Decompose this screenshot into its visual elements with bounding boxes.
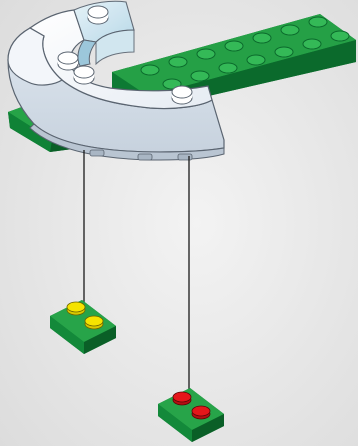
- clear-brick-studs: [88, 6, 108, 24]
